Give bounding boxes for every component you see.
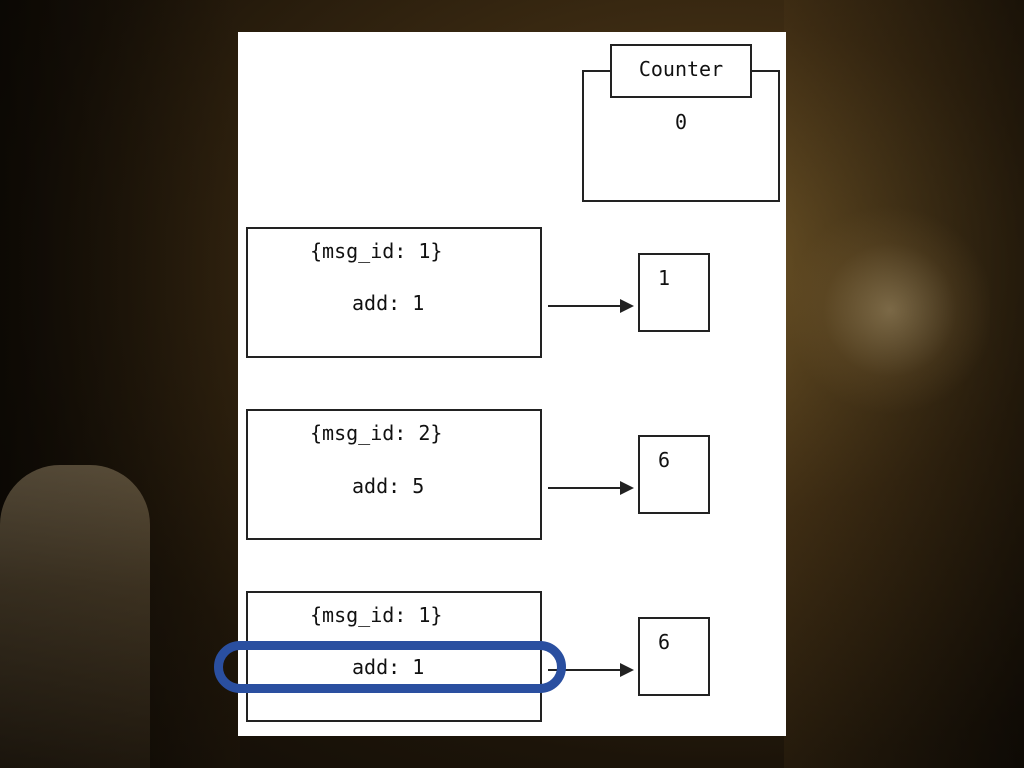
- message-operation-label: add: 5: [352, 474, 425, 498]
- result-value: 6: [658, 448, 671, 472]
- arrow-icon: [548, 481, 634, 495]
- message-operation-label: add: 1: [352, 291, 425, 315]
- background-glow: [790, 200, 990, 420]
- counter-value: 0: [674, 110, 688, 134]
- message-box: [246, 409, 542, 540]
- message-id-label: {msg_id: 1}: [310, 239, 443, 263]
- counter-title-box: [610, 44, 752, 98]
- message-id-label: {msg_id: 1}: [310, 603, 443, 627]
- background-figure: [0, 465, 150, 768]
- message-operation-label: add: 1: [352, 655, 425, 679]
- message-id-label: {msg_id: 2}: [310, 421, 443, 445]
- arrow-icon: [548, 299, 634, 313]
- message-box: [246, 591, 542, 722]
- message-box: [246, 227, 542, 358]
- result-value: 1: [658, 266, 671, 290]
- counter-title: Counter: [638, 57, 724, 81]
- result-value: 6: [658, 630, 671, 654]
- result-box: [638, 435, 710, 514]
- duplicate-highlight: [214, 641, 566, 693]
- result-box: [638, 253, 710, 332]
- result-box: [638, 617, 710, 696]
